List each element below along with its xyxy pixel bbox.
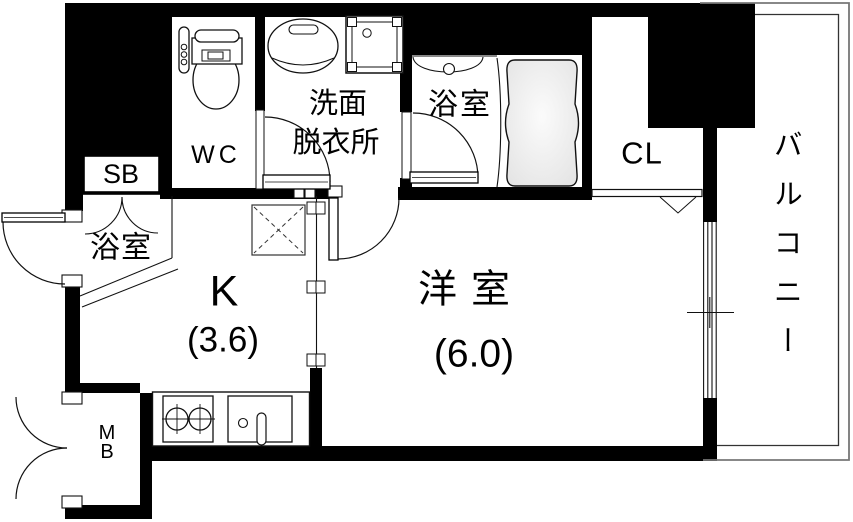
stove-icon [162,395,215,443]
room-label-washroom-2: 脱衣所 [292,126,380,159]
door-openings [255,109,412,190]
sliding-window-icon [687,222,734,398]
room-label-kitchen-size: (3.6) [187,320,259,360]
entrance-door [1,212,66,285]
closet-door [591,188,703,214]
room-label-washroom-1: 洗面 [308,87,368,120]
balcony-rail [700,2,850,461]
room-label-bathroom-entry: 浴室 [90,231,152,265]
room-label-western-room: 洋室 [417,268,525,312]
room-label-western-size: (6.0) [433,332,515,376]
entry-step-lines [79,196,179,308]
door-frames [61,184,343,509]
room-label-wc: WC [191,140,241,169]
meter-box-doors [15,396,68,500]
room-label-kitchen: K [209,267,239,316]
bathroom-door [409,112,479,184]
washbasin-icon [267,18,339,74]
room-label-closet: CL [621,135,663,171]
room-label-balcony: バルコニー [769,129,802,375]
kitchen-sink-icon [227,395,293,446]
toilet-icon [178,26,243,110]
bath-folding-door [84,196,159,235]
room-label-meter-box: MB [98,422,116,463]
refrigerator-space-icon [251,204,306,256]
walls [65,3,755,519]
room-label-shoe-box: SB [102,158,140,189]
bath-sink-icon [412,55,497,76]
washing-machine-icon [345,15,404,74]
bathtub-icon [496,57,580,188]
shoe-box [81,153,162,195]
room-label-bathroom: 浴室 [428,88,492,122]
wc-door [262,116,331,190]
kitchen-partition [306,196,326,368]
washroom-door [328,197,400,261]
